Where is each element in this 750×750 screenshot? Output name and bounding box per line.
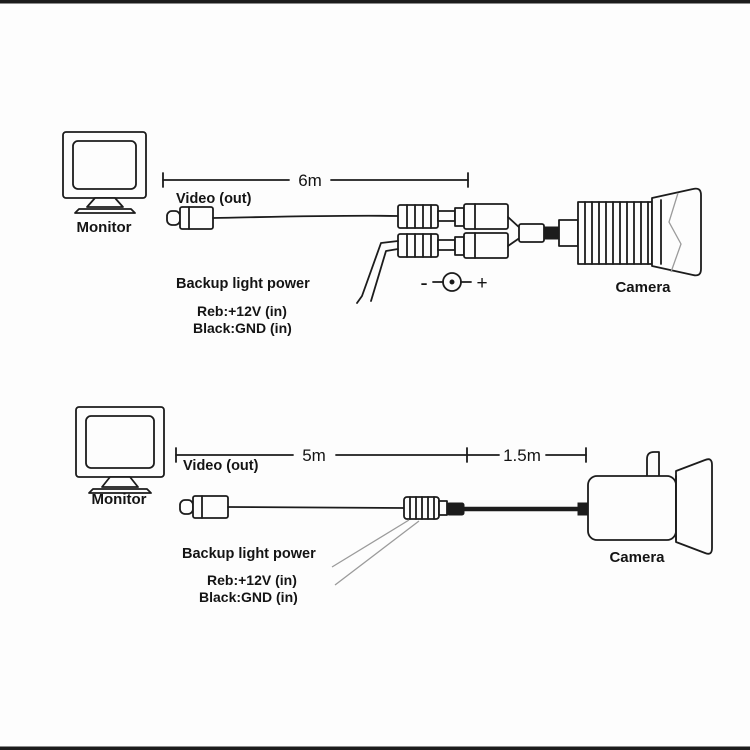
rca-plug-monitor <box>179 495 229 519</box>
polarity-minus: - <box>420 270 427 295</box>
camera-icon <box>577 451 713 555</box>
dimension-1-5m <box>466 447 587 463</box>
top-diagram: Monitor 6m Video (out) <box>62 131 702 336</box>
video-out-label: Video (out) <box>183 458 259 474</box>
video-cable <box>212 214 399 219</box>
power-connector-pair <box>397 232 522 259</box>
rca-plug-monitor <box>166 206 214 230</box>
power-red-line: Reb:+12V (in) <box>197 303 287 319</box>
polarity-plus: + <box>476 273 487 294</box>
border-top <box>0 0 750 4</box>
inline-coupler <box>403 496 465 520</box>
cable-length-1-5m: 1.5m <box>503 446 541 465</box>
backup-light-power-heading: Backup light power <box>182 546 316 562</box>
cable-length-6m: 6m <box>298 171 322 190</box>
pointer-lines <box>331 519 420 586</box>
monitor-label: Monitor <box>77 219 132 236</box>
monitor-icon <box>75 406 165 494</box>
power-red-line: Reb:+12V (in) <box>207 572 297 588</box>
border-bottom <box>0 746 750 750</box>
cable-length-5m: 5m <box>302 446 326 465</box>
video-connector-pair <box>397 203 522 230</box>
dimension-6m <box>162 172 469 188</box>
camera-icon <box>518 187 702 277</box>
power-black-line: Black:GND (in) <box>193 320 292 336</box>
power-black-line: Black:GND (in) <box>199 589 298 605</box>
bottom-diagram: Monitor Video (out) 5m 1.5m <box>75 406 713 605</box>
polarity-symbol: - + <box>420 270 487 295</box>
camera-label: Camera <box>609 549 665 566</box>
monitor-label: Monitor <box>92 491 147 508</box>
monitor-icon <box>62 131 147 214</box>
camera-label: Camera <box>615 279 671 296</box>
backup-light-power-heading: Backup light power <box>176 276 310 292</box>
power-wires <box>356 240 399 304</box>
video-out-label: Video (out) <box>176 191 252 207</box>
video-cable <box>227 506 405 509</box>
